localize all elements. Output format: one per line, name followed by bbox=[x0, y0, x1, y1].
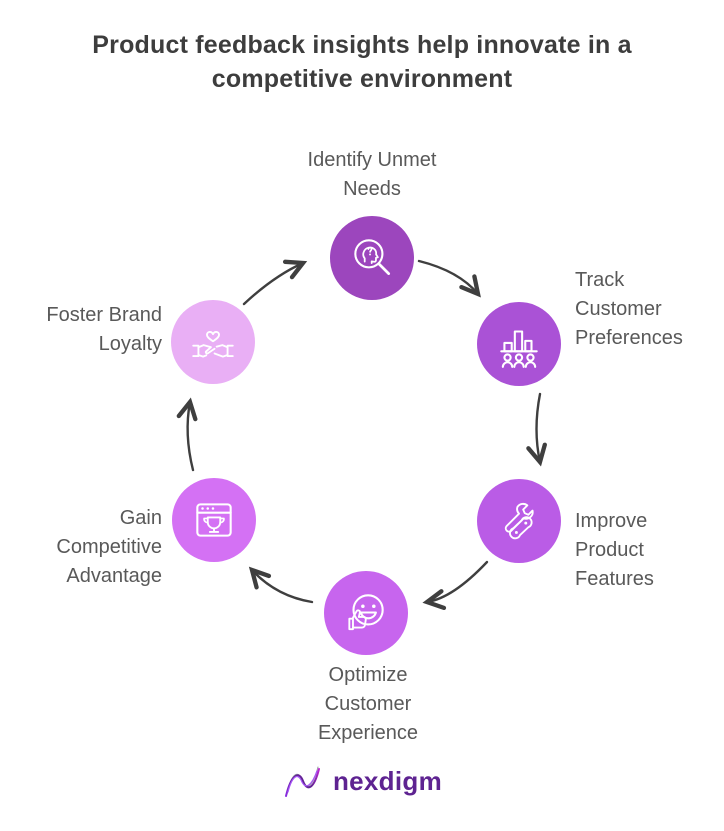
node-optimize-customer-experience bbox=[324, 571, 408, 655]
handshake-heart-icon bbox=[192, 331, 234, 358]
bar-chart-people-icon bbox=[500, 330, 538, 368]
arrow-foster-to-identify bbox=[242, 259, 308, 306]
head-magnifier-icon bbox=[354, 239, 391, 275]
tools-icon bbox=[504, 502, 534, 540]
nexdigm-logo-icon bbox=[284, 766, 320, 797]
arrow-track-to-improve bbox=[526, 392, 547, 467]
node-improve-product-features bbox=[477, 479, 561, 563]
brand-name: nexdigm bbox=[332, 765, 442, 796]
node-gain-competitive-advantage bbox=[172, 478, 256, 562]
browser-trophy-icon bbox=[196, 503, 232, 537]
page-title: Product feedback insights help innovate … bbox=[92, 31, 632, 93]
node-identify-unmet-needs bbox=[330, 216, 414, 300]
label-gain-competitive-advantage: Gain Competitive Advantage bbox=[56, 507, 162, 587]
label-foster-brand-loyalty: Foster Brand Loyalty bbox=[46, 304, 162, 355]
node-foster-brand-loyalty bbox=[171, 300, 255, 384]
smiley-thumbs-up-icon bbox=[348, 594, 384, 631]
node-track-customer-preferences bbox=[477, 302, 561, 386]
label-track-customer-preferences: Track Customer Preferences bbox=[575, 269, 683, 349]
arrow-gain-to-foster bbox=[176, 397, 198, 472]
brand-footer: nexdigm bbox=[0, 760, 724, 802]
label-improve-product-features: Improve Product Features bbox=[575, 510, 654, 590]
arrow-identify-to-track bbox=[417, 259, 481, 298]
arrow-optimize-to-gain bbox=[248, 566, 314, 604]
arrow-improve-to-optimize bbox=[422, 560, 489, 611]
label-identify-unmet-needs: Identify Unmet Needs bbox=[307, 149, 437, 200]
label-optimize-customer-experience: Optimize Customer Experience bbox=[317, 664, 419, 744]
